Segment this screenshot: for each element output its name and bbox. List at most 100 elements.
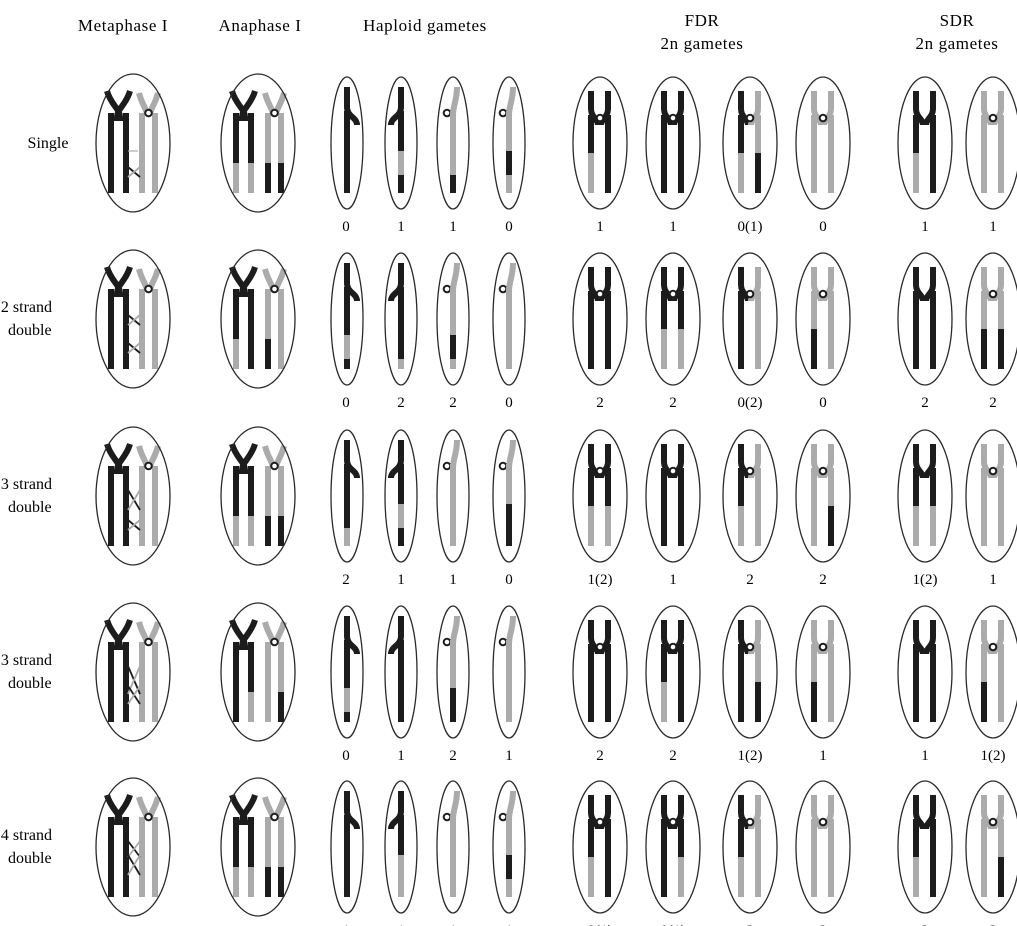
fdr-count: 2 xyxy=(596,748,604,764)
centromere-dot xyxy=(597,468,604,475)
sdr-count: 1 xyxy=(989,572,997,588)
fdr-count: 1 xyxy=(669,572,677,588)
centromere-dot xyxy=(670,468,677,475)
sdr-count: 1(2) xyxy=(981,748,1006,764)
fdr-count: 1 xyxy=(669,219,677,235)
header-anaphase: Anaphase I xyxy=(219,16,302,35)
chromatid-arm xyxy=(509,440,513,468)
fdr-gamete-outline xyxy=(796,77,850,209)
sdr-gamete-outline xyxy=(898,606,952,738)
haploid-count: 0 xyxy=(342,395,350,411)
centromere-dot xyxy=(145,110,152,117)
fdr-count: 0 xyxy=(819,219,827,235)
centromere-dot xyxy=(271,814,278,821)
centromere-dot xyxy=(500,639,507,646)
fdr-gamete-outline xyxy=(573,781,627,913)
haploid-count: 0 xyxy=(342,748,350,764)
fdr-count: 0(1) xyxy=(738,219,763,235)
sdr-count: 1 xyxy=(921,219,929,235)
centromere-dot xyxy=(990,291,997,298)
header-fdr: FDR xyxy=(685,11,720,30)
fdr-gamete-outline xyxy=(723,781,777,913)
fdr-count: 2 xyxy=(596,395,604,411)
centromere-dot xyxy=(747,644,754,651)
centromere-dot xyxy=(271,286,278,293)
fdr-gamete-outline xyxy=(573,77,627,209)
centromere-dot xyxy=(500,110,507,117)
fdr-gamete-outline xyxy=(646,606,700,738)
fdr-gamete-outline xyxy=(796,253,850,385)
fdr-gamete-outline xyxy=(573,253,627,385)
row-label: 3 strand xyxy=(1,476,52,493)
chromatid-arm xyxy=(509,791,513,819)
row-label-2: double xyxy=(8,322,52,339)
chromatid-arm xyxy=(453,616,457,644)
centromere-dot xyxy=(990,115,997,122)
sdr-gamete-outline xyxy=(898,253,952,385)
fdr-gamete-outline xyxy=(796,430,850,562)
haploid-count: 1 xyxy=(397,572,405,588)
chromatid-arm xyxy=(509,263,513,291)
row-label: 3 strand xyxy=(1,652,52,669)
centromere-dot xyxy=(444,814,451,821)
fdr-gamete-outline xyxy=(796,606,850,738)
centromere-dot xyxy=(820,644,827,651)
fdr-gamete-outline xyxy=(646,77,700,209)
centromere-dot xyxy=(990,644,997,651)
centromere-dot xyxy=(500,463,507,470)
centromere-dot xyxy=(597,291,604,298)
centromere-dot xyxy=(500,814,507,821)
row-label-2: double xyxy=(8,675,52,692)
header-sdr: SDR xyxy=(940,11,975,30)
fdr-count: 2 xyxy=(669,395,677,411)
centromere-dot xyxy=(271,463,278,470)
haploid-count: 1 xyxy=(397,748,405,764)
sdr-gamete-outline xyxy=(966,606,1017,738)
centromere-dot xyxy=(747,115,754,122)
centromere-dot xyxy=(597,819,604,826)
sdr-gamete-outline xyxy=(898,430,952,562)
header-fdr-sub: 2n gametes xyxy=(661,34,744,53)
fdr-gamete-outline xyxy=(723,253,777,385)
centromere-dot xyxy=(990,819,997,826)
centromere-dot xyxy=(444,639,451,646)
sdr-gamete-outline xyxy=(966,77,1017,209)
row-3: 3 stranddouble21101(2)1221(2)1 xyxy=(1,427,1017,588)
centromere-dot xyxy=(820,115,827,122)
centromere-dot xyxy=(747,468,754,475)
centromere-dot xyxy=(990,468,997,475)
fdr-count: 2 xyxy=(746,572,754,588)
fdr-gamete-outline xyxy=(646,430,700,562)
centromere-dot xyxy=(444,110,451,117)
centromere-dot xyxy=(597,644,604,651)
chromatid-arm xyxy=(453,263,457,291)
sdr-gamete-outline xyxy=(898,77,952,209)
fdr-count: 1(2) xyxy=(588,572,613,588)
haploid-count: 1 xyxy=(449,572,457,588)
sdr-count: 2 xyxy=(989,395,997,411)
centromere-dot xyxy=(670,644,677,651)
fdr-count: 1(2) xyxy=(738,748,763,764)
haploid-count: 0 xyxy=(505,219,513,235)
sdr-count: 1 xyxy=(989,219,997,235)
metaphase-cell-outline xyxy=(96,603,170,741)
centromere-dot xyxy=(820,819,827,826)
fdr-count: 2 xyxy=(819,572,827,588)
centromere-dot xyxy=(670,291,677,298)
row-label: 4 strand xyxy=(1,827,52,844)
header-haploid-gametes: Haploid gametes xyxy=(363,16,487,35)
sdr-gamete-outline xyxy=(898,781,952,913)
fdr-count: 0 xyxy=(819,395,827,411)
header-sdr-sub: 2n gametes xyxy=(916,34,999,53)
haploid-count: 0 xyxy=(342,219,350,235)
centromere-dot xyxy=(747,819,754,826)
row-label-2: double xyxy=(8,850,52,867)
centromere-dot xyxy=(271,639,278,646)
centromere-dot xyxy=(500,286,507,293)
centromere-dot xyxy=(820,468,827,475)
fdr-gamete-outline xyxy=(796,781,850,913)
